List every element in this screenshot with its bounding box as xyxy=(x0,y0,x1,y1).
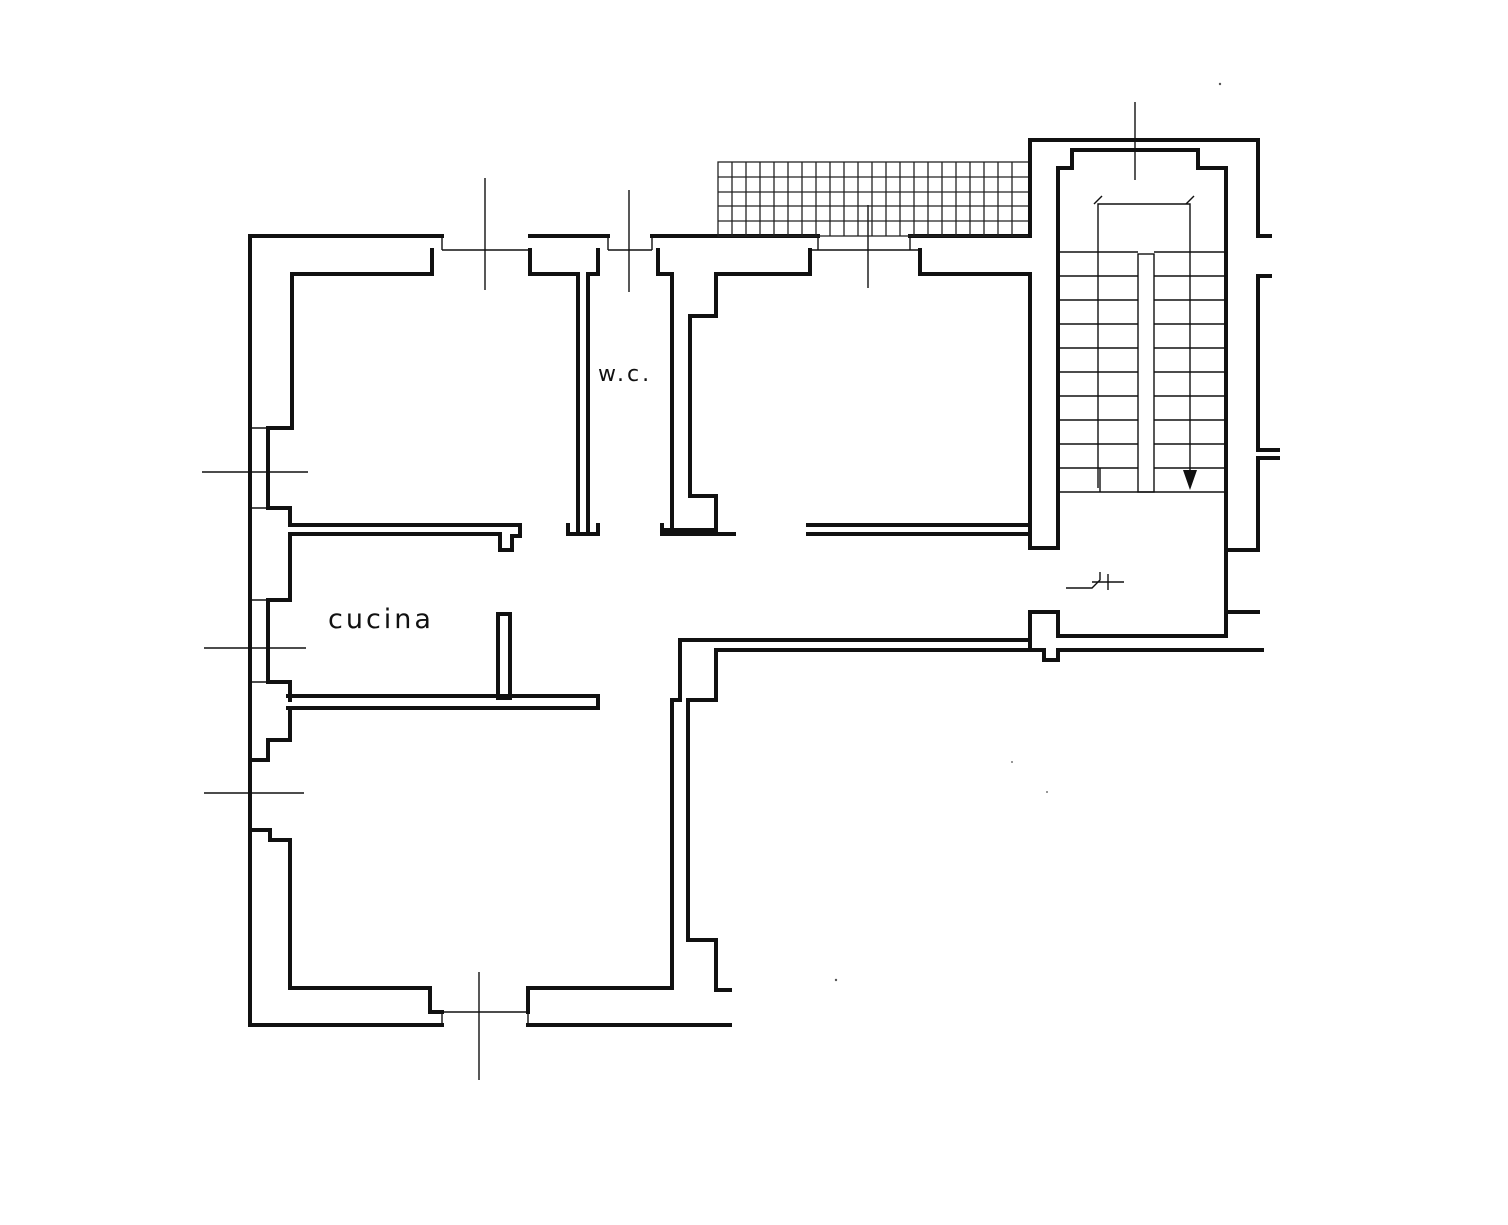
scan-specks xyxy=(834,82,1222,982)
room-label-kitchen: cucina xyxy=(328,604,434,635)
arrow-down-icon xyxy=(1183,470,1197,490)
room-label-wc: w.c. xyxy=(598,362,653,387)
window-markers xyxy=(202,102,1136,1080)
interior-walls xyxy=(248,523,1264,762)
balcony-grid xyxy=(717,161,1031,237)
stairwell xyxy=(1028,138,1280,638)
outer-wall xyxy=(248,234,1032,1027)
